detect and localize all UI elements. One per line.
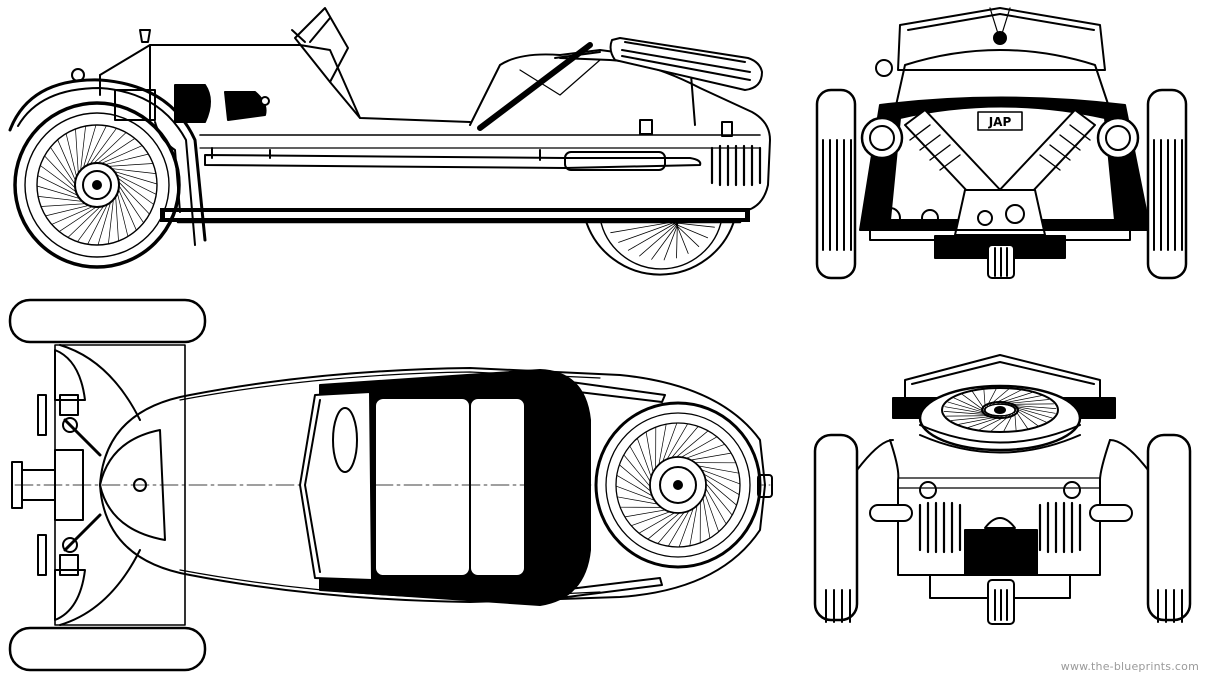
rear-view bbox=[815, 355, 1190, 624]
seat-cushion-top bbox=[470, 398, 525, 576]
wheel-spoke bbox=[611, 222, 673, 233]
top-view bbox=[10, 300, 772, 670]
right-headlamp bbox=[1098, 118, 1138, 158]
top-left-front-tyre bbox=[10, 300, 205, 342]
engine-badge-text: JAP bbox=[988, 115, 1012, 129]
spare-wheel-top bbox=[596, 403, 772, 567]
rear-number-plate bbox=[965, 530, 1037, 575]
watermark-text: www.the-blueprints.com bbox=[1061, 660, 1199, 673]
spare-wheel-rear bbox=[920, 386, 1080, 453]
bonnet-cutout-2 bbox=[225, 92, 266, 120]
front-left-tyre bbox=[817, 90, 855, 278]
side-view bbox=[10, 8, 770, 275]
side-trim-bar bbox=[205, 155, 700, 168]
front-wheel-side bbox=[15, 103, 179, 267]
rear-view-left-tyre bbox=[815, 435, 857, 622]
seat-back-top bbox=[375, 398, 470, 576]
jap-engine-badge: JAP bbox=[978, 112, 1022, 130]
rear-wheel-side bbox=[585, 218, 735, 275]
wheel-spoke bbox=[652, 222, 679, 259]
front-view: JAP bbox=[817, 8, 1186, 278]
front-right-tyre bbox=[1148, 90, 1186, 278]
rear-vents-side bbox=[712, 146, 760, 185]
rear-view-right-tyre bbox=[1148, 435, 1190, 622]
top-right-front-tyre bbox=[10, 628, 205, 670]
left-headlamp bbox=[862, 118, 902, 158]
